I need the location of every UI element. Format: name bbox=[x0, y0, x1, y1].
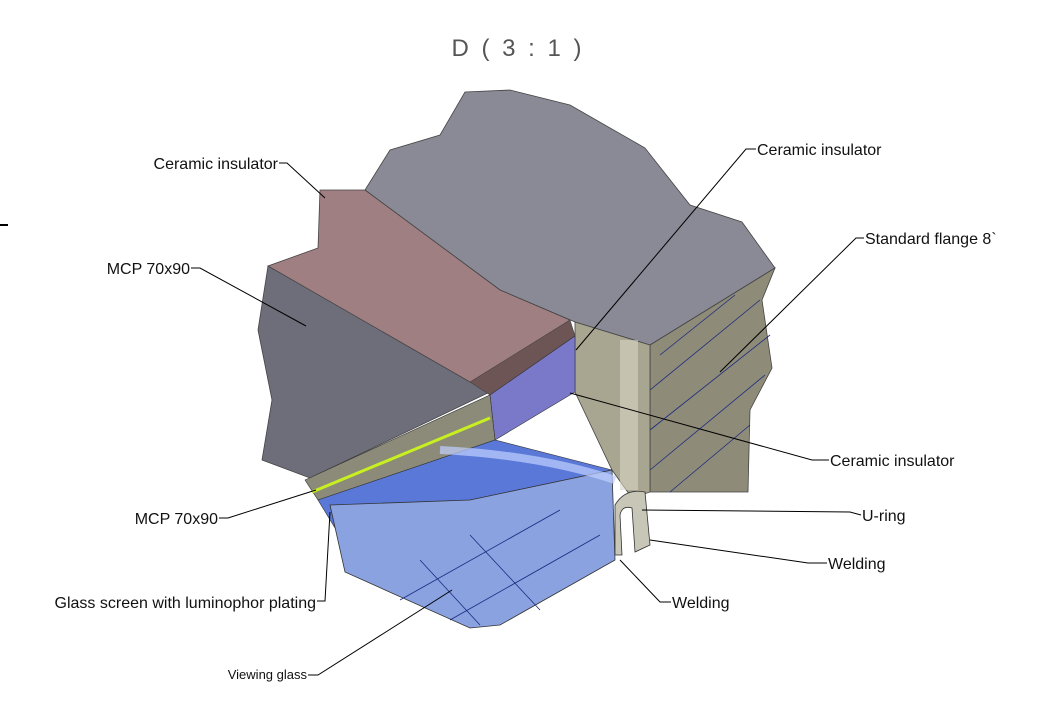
glass-reflection bbox=[439, 446, 617, 484]
view-title: D ( 3 : 1 ) bbox=[451, 35, 584, 62]
phosphor-layer bbox=[311, 416, 491, 494]
viewing-glass bbox=[329, 469, 616, 629]
flange-side-face bbox=[649, 267, 776, 493]
label-glass-screen: Glass screen with luminophor plating bbox=[55, 595, 316, 612]
label-mcp-lower: MCP 70x90 bbox=[135, 511, 218, 528]
leader-lines bbox=[191, 148, 864, 676]
label-viewing-glass: Viewing glass bbox=[228, 667, 308, 682]
label-mcp-upper: MCP 70x90 bbox=[107, 261, 190, 278]
label-u-ring: U-ring bbox=[862, 508, 906, 525]
u-ring-shape bbox=[614, 490, 651, 556]
glass-hatching bbox=[399, 509, 601, 626]
label-welding-bottom: Welding bbox=[672, 595, 730, 612]
label-welding-right: Welding bbox=[828, 556, 886, 573]
label-standard-flange: Standard flange 8` bbox=[865, 231, 997, 248]
label-ceramic-insulator-right: Ceramic insulator bbox=[830, 453, 955, 470]
flange-hatching bbox=[649, 294, 771, 493]
bore-highlight bbox=[620, 340, 638, 490]
label-ceramic-insulator-top-right: Ceramic insulator bbox=[757, 142, 882, 159]
label-ceramic-insulator-top-left: Ceramic insulator bbox=[154, 156, 279, 173]
